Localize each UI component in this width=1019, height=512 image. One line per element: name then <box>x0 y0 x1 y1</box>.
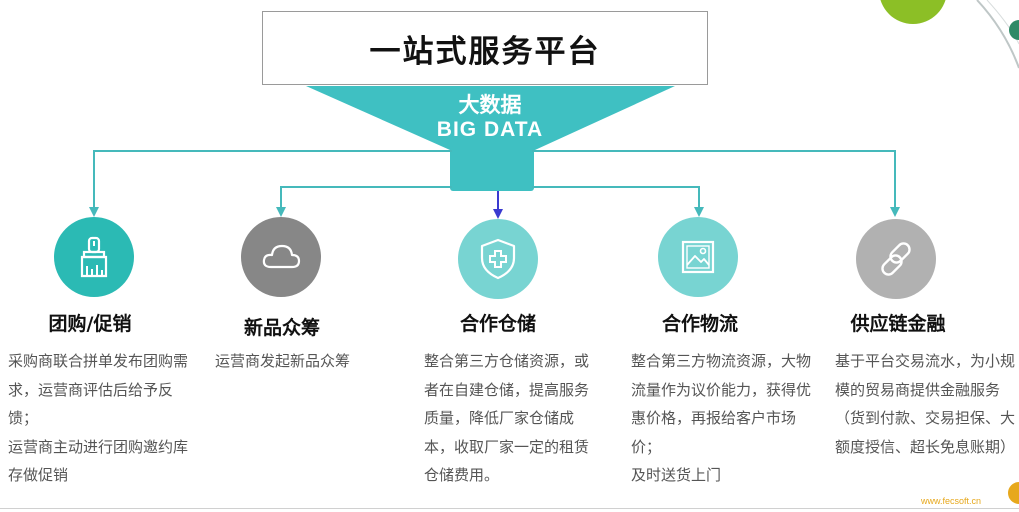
service-desc-line: 及时送货上门 <box>631 466 722 484</box>
service-desc-line: 整合第三方物流资源，大物流量作为议价能力，获得优惠价格，再报给客户市场价； <box>631 352 812 456</box>
title-box: 一站式服务平台 <box>262 11 708 85</box>
service-heading-finance: 供应链金融 <box>850 313 946 335</box>
bottom-divider <box>0 508 1019 509</box>
service-circle-finance <box>856 219 936 299</box>
funnel-label-en: BIG DATA <box>436 118 544 141</box>
funnel-label-cn: 大数据 <box>458 93 522 117</box>
service-heading-logistics: 合作物流 <box>661 313 738 335</box>
service-desc-crowdfunding: 运营商发起新品众筹 <box>215 347 397 376</box>
service-circle-group-buying <box>54 217 134 297</box>
paintbrush-icon <box>80 236 108 278</box>
service-desc-line: 运营商发起新品众筹 <box>215 352 351 370</box>
service-desc-warehousing: 整合第三方仓储资源，或者在自建仓储，提高服务质量，降低厂家仓储成本，收取厂家一定… <box>424 347 594 490</box>
shield-plus-icon <box>480 238 516 280</box>
connector-inner-right <box>532 186 700 211</box>
service-desc-line: 采购商联合拼单发布团购需求，运营商评估后给予反馈； <box>8 352 189 427</box>
service-desc-line: 基于平台交易流水，为小规模的贸易商提供金融服务（货到付款、交易担保、大额度授信、… <box>835 352 1016 456</box>
service-desc-finance: 基于平台交易流水，为小规模的贸易商提供金融服务（货到付款、交易担保、大额度授信、… <box>835 347 1017 461</box>
service-heading-group-buying: 团购/促销 <box>48 313 132 335</box>
image-icon <box>681 240 715 274</box>
decorative-arc <box>976 0 1019 69</box>
funnel-shape <box>306 86 675 150</box>
cloud-icon <box>262 244 301 269</box>
funnel-stem <box>450 146 534 191</box>
link-icon <box>881 242 911 276</box>
service-heading-warehousing: 合作仓储 <box>459 313 536 335</box>
service-desc-logistics: 整合第三方物流资源，大物流量作为议价能力，获得优惠价格，再报给客户市场价； 及时… <box>631 347 813 490</box>
service-desc-line: 整合第三方仓储资源，或者在自建仓储，提高服务质量，降低厂家仓储成本，收取厂家一定… <box>424 352 590 484</box>
connector-outer-right <box>532 150 896 211</box>
service-desc-group-buying: 采购商联合拼单发布团购需求，运营商评估后给予反馈； 运营商主动进行团购邀约库存做… <box>8 347 190 490</box>
watermark-text: www.fecsoft.cn <box>921 496 982 506</box>
connector-outer <box>93 150 452 211</box>
service-circle-warehousing <box>458 219 538 299</box>
service-circle-logistics <box>658 217 738 297</box>
connector-inner <box>280 186 452 211</box>
page-title: 一站式服务平台 <box>369 33 601 70</box>
decorative-gold-dot <box>1008 482 1019 504</box>
service-circle-crowdfunding <box>241 217 321 297</box>
service-desc-line: 运营商主动进行团购邀约库存做促销 <box>8 437 189 485</box>
service-heading-crowdfunding: 新品众筹 <box>243 317 320 339</box>
